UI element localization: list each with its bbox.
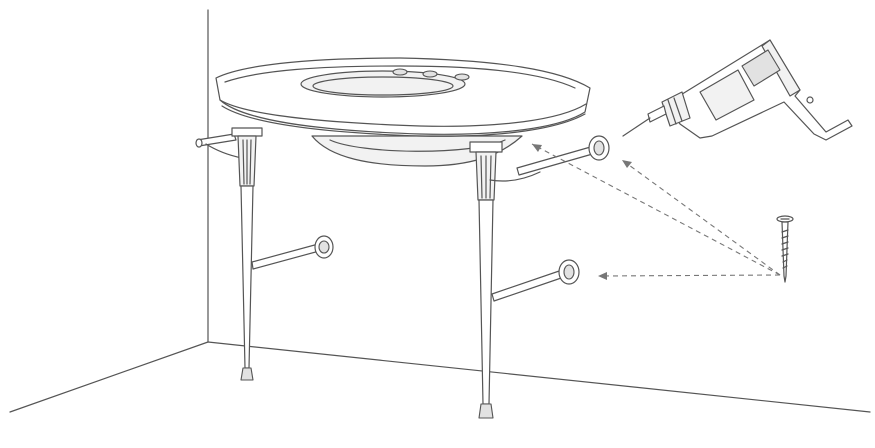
lower-left-bracket-flange-inner: [318, 240, 330, 254]
left-leg-foot: [240, 367, 254, 381]
lower-left-bracket: [251, 235, 334, 270]
right-leg: [469, 141, 503, 419]
upper-right-bracket-rod: [516, 145, 597, 176]
arrow-head-lower: [598, 272, 607, 280]
left-leg-flute-1: [242, 139, 245, 185]
sink-top-lower-edge: [221, 105, 586, 137]
screw-icon: [776, 215, 794, 283]
sink-top-rim-line: [224, 65, 576, 89]
lower-left-bracket-rod: [251, 242, 324, 270]
drill-trigger-button: [806, 96, 814, 104]
drill-bit: [622, 117, 651, 137]
arrow-line-upper-right: [621, 159, 781, 276]
left-leg: [231, 127, 263, 381]
drill-chuck-ring-2: [673, 97, 683, 122]
right-leg-foot: [478, 403, 494, 419]
left-leg-shaft: [240, 185, 254, 369]
room-walls: [9, 9, 871, 413]
arrow-head-upper-left: [532, 144, 542, 152]
right-leg-flute-3: [489, 155, 492, 199]
power-drill-icon: [622, 39, 853, 141]
left-bracket-flange: [195, 138, 203, 148]
arrow-line-lower: [599, 274, 781, 277]
upper-right-bracket-strap: [489, 171, 541, 182]
left-bracket-rod: [196, 133, 237, 147]
drill-chuck-tip: [647, 105, 667, 123]
faucet-hole-left: [392, 68, 408, 76]
drill-body-top-face: [761, 39, 801, 97]
drill-side-vent: [741, 49, 781, 87]
faucet-hole-center: [422, 70, 438, 78]
drill-chuck-ring-1: [667, 99, 677, 125]
sink-top: [215, 57, 591, 137]
left-floor-line: [9, 341, 209, 413]
upper-right-bracket-flange-inner: [593, 140, 605, 156]
right-leg-collar: [469, 141, 503, 153]
faucet-hole-right: [454, 73, 470, 81]
right-leg-shaft: [478, 199, 494, 405]
drill-chuck: [661, 91, 691, 127]
sink-bowl-inner: [312, 76, 454, 96]
sink-top-edge: [219, 99, 587, 127]
screw-placement-arrows: [531, 143, 781, 280]
lower-right-bracket-flange-inner: [563, 264, 575, 280]
back-floor-line: [207, 341, 871, 413]
left-bracket-strap: [205, 143, 243, 159]
arrow-line-upper-left: [531, 143, 781, 276]
lower-right-wall-bracket: [491, 259, 580, 302]
left-leg-collar: [231, 127, 263, 137]
upper-right-wall-bracket: [489, 135, 610, 182]
lower-right-bracket-rod: [491, 268, 568, 302]
drill-side-panel: [699, 69, 755, 121]
arrow-head-upper-right: [622, 160, 632, 168]
screw-threads: [781, 229, 789, 269]
sink-bowl-opening: [300, 70, 466, 98]
left-leg-flute-3: [249, 139, 252, 185]
right-leg-flute-1: [480, 155, 483, 199]
left-wall-bracket: [195, 133, 243, 159]
